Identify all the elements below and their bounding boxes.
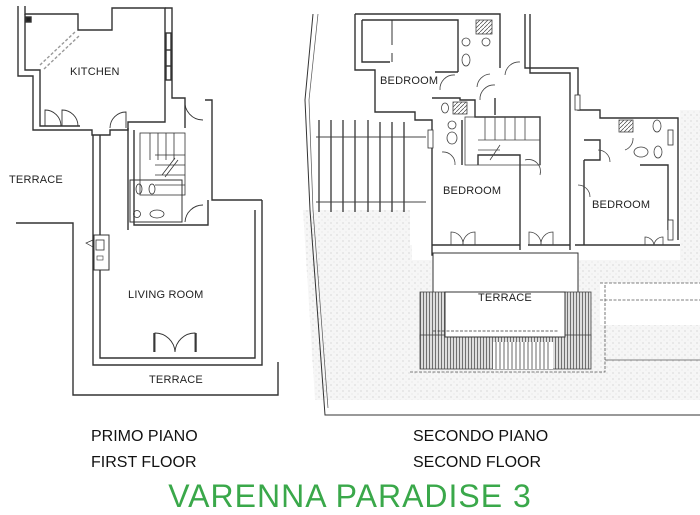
terrace-bottom-label: TERRACE (149, 374, 203, 386)
first-floor-italian-label: PRIMO PIANO (91, 428, 198, 445)
living-room-label: LIVING ROOM (128, 289, 204, 301)
bedroom-middle-label: BEDROOM (443, 185, 502, 197)
terrace-second-floor-label: TERRACE (478, 292, 532, 304)
first-floor-english-label: FIRST FLOOR (91, 454, 197, 471)
second-floor-plan (303, 13, 700, 416)
bedroom-right-label: BEDROOM (592, 199, 651, 211)
terrace-left-label: TERRACE (9, 174, 63, 186)
kitchen-label: KITCHEN (70, 66, 120, 78)
second-floor-italian-label: SECONDO PIANO (413, 428, 549, 445)
first-floor-plan (16, 6, 279, 396)
bedroom-top-label: BEDROOM (380, 75, 439, 87)
second-floor-english-label: SECOND FLOOR (413, 454, 542, 471)
floor-plan-drawing (16, 6, 700, 416)
property-title: VARENNA PARADISE 3 (168, 478, 532, 514)
